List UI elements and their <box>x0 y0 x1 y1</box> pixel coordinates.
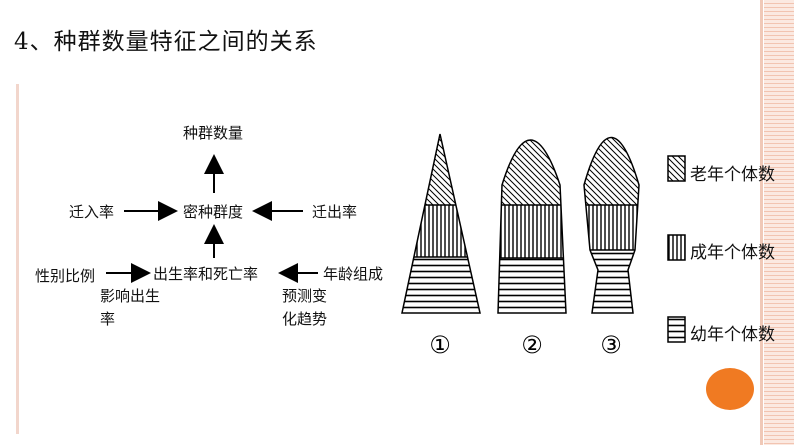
slide-title: 4、种群数量特征之间的关系 <box>14 29 318 55</box>
pyramid-2-number: ② <box>521 331 543 359</box>
legend-adult-swatch <box>667 234 686 261</box>
birth-death-label: 出生率和死亡率 <box>153 265 259 283</box>
age-structure-label: 年龄组成 <box>323 265 384 283</box>
pyramid-1-number: ① <box>429 331 451 359</box>
affects-birth-label: 影响出生率 <box>100 287 161 328</box>
population-size-label: 种群数量 <box>183 124 244 142</box>
orange-circle-decoration <box>706 368 754 410</box>
sex-ratio-label: 性别比例 <box>35 267 96 285</box>
flow-arrows <box>106 154 318 283</box>
legend-old-label: 老年个体数 <box>690 165 775 185</box>
predicts-change-label: 预测变化趋势 <box>282 287 328 328</box>
pyramid-1 <box>401 133 481 314</box>
legend-adult-label: 成年个体数 <box>690 243 775 263</box>
density-label: 密种群度 <box>183 203 244 221</box>
pyramid-3 <box>583 137 640 314</box>
legend-old-swatch <box>667 155 686 182</box>
pyramid-2 <box>497 139 567 314</box>
immigration-label: 迁入率 <box>69 203 115 221</box>
legend-young-swatch <box>667 316 686 343</box>
left-frame-line <box>16 84 19 434</box>
pyramid-3-number: ③ <box>600 331 622 359</box>
striped-side-panel <box>764 0 794 445</box>
emigration-label: 迁出率 <box>312 203 358 221</box>
legend-young-label: 幼年个体数 <box>690 325 775 345</box>
right-frame-line <box>760 0 763 445</box>
